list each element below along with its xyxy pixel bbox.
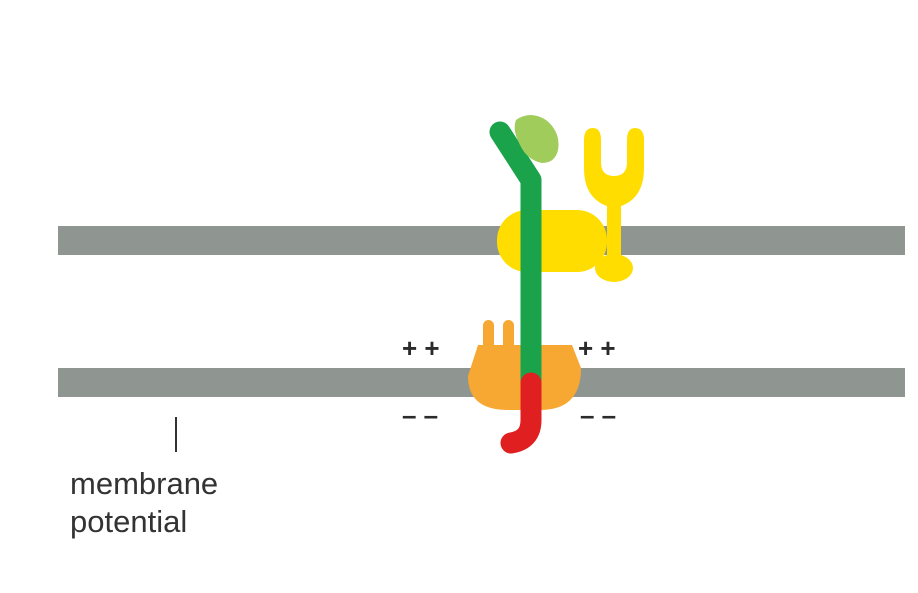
upper-membrane <box>58 226 905 255</box>
negative-charges-right: – – <box>580 400 617 430</box>
yellow-fork-protein <box>584 128 644 282</box>
yellow-channel <box>497 210 607 272</box>
membrane-potential-label: membrane potential <box>70 465 218 541</box>
positive-charges-left: + + <box>402 333 440 363</box>
negative-charges-left: – – <box>402 400 439 430</box>
red-receptor-tail <box>500 372 542 454</box>
positive-charges-right: + + <box>578 333 616 363</box>
membrane-potential-line-2: potential <box>70 504 188 539</box>
membrane-potential-line-1: membrane <box>70 466 219 501</box>
green-receptor-chain <box>489 121 542 403</box>
ligand <box>514 115 559 163</box>
